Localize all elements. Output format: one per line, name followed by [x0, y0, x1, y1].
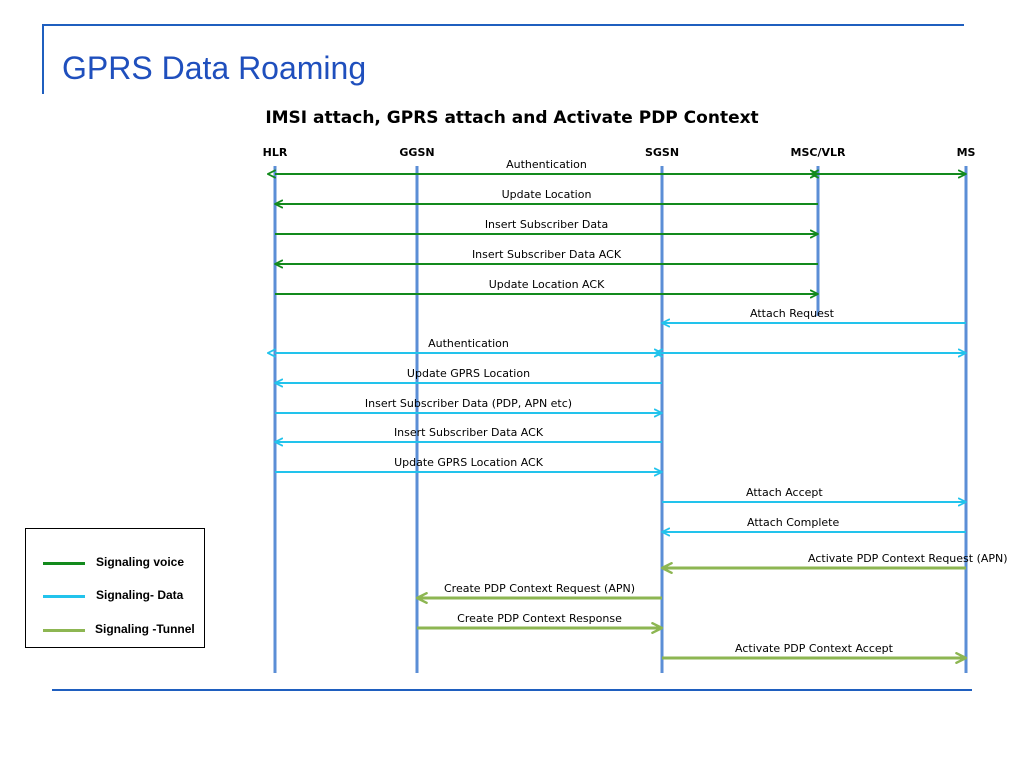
message-label-create-pdp-context-request-apn: Create PDP Context Request (APN)	[444, 582, 635, 595]
diagram-title: IMSI attach, GPRS attach and Activate PD…	[265, 108, 759, 128]
message-label-activate-pdp-context-accept: Activate PDP Context Accept	[735, 642, 894, 655]
message-label-attach-accept: Attach Accept	[746, 486, 823, 499]
message-label-update-location-ack: Update Location ACK	[489, 278, 605, 291]
message-label-attach-request: Attach Request	[750, 307, 835, 320]
left-accent-rule	[42, 24, 44, 94]
legend-swatch-tunnel	[43, 629, 85, 632]
entity-label-ms: MS	[957, 146, 976, 159]
message-label-update-gprs-location-ack: Update GPRS Location ACK	[394, 456, 544, 469]
legend-swatch-data	[43, 595, 85, 598]
entity-label-ggsn: GGSN	[399, 146, 434, 159]
message-label-authentication: Authentication	[428, 337, 509, 350]
entity-label-sgsn: SGSN	[645, 146, 679, 159]
legend-item-tunnel: Signaling -Tunnel	[26, 620, 204, 640]
legend-label-data: Signaling- Data	[96, 588, 184, 602]
entity-label-hlr: HLR	[263, 146, 288, 159]
message-label-attach-complete: Attach Complete	[747, 516, 839, 529]
message-label-update-gprs-location: Update GPRS Location	[407, 367, 530, 380]
legend: Signaling voice Signaling- Data Signalin…	[25, 528, 205, 648]
slide-title: GPRS Data Roaming	[62, 50, 367, 86]
message-label-insert-subscriber-data-ack: Insert Subscriber Data ACK	[472, 248, 622, 261]
message-label-activate-pdp-context-request-apn: Activate PDP Context Request (APN)	[808, 552, 1008, 565]
message-label-insert-subscriber-data: Insert Subscriber Data	[485, 218, 608, 231]
message-label-authentication: Authentication	[506, 158, 587, 171]
bottom-rule	[52, 689, 972, 691]
legend-swatch-voice	[43, 562, 85, 565]
entity-label-msc: MSC/VLR	[791, 146, 846, 159]
legend-item-voice: Signaling voice	[26, 553, 204, 573]
legend-label-tunnel: Signaling -Tunnel	[95, 622, 195, 636]
legend-label-voice: Signaling voice	[96, 555, 185, 569]
message-label-insert-subscriber-data-ack: Insert Subscriber Data ACK	[394, 426, 544, 439]
top-rule	[44, 24, 964, 26]
message-label-create-pdp-context-response: Create PDP Context Response	[457, 612, 622, 625]
message-label-insert-subscriber-data-pdp-apn-etc: Insert Subscriber Data (PDP, APN etc)	[365, 397, 572, 410]
legend-item-data: Signaling- Data	[26, 586, 204, 606]
message-label-update-location: Update Location	[502, 188, 592, 201]
